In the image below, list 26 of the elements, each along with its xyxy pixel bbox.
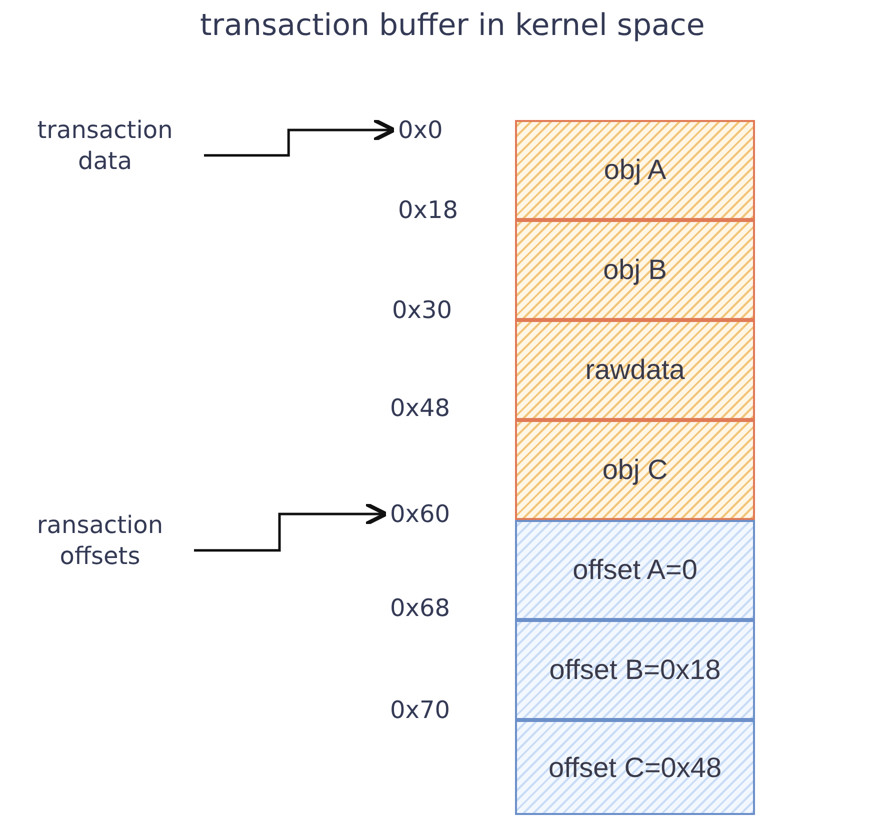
arrow [194,502,388,552]
block-label: obj B [603,254,667,286]
address-label: 0x18 [398,196,458,224]
address-label: 0x30 [392,296,452,324]
block-label: obj C [602,454,668,486]
diagram-title: transaction buffer in kernel space [200,8,706,43]
address-label: 0x48 [390,394,450,422]
memory-block [515,520,755,620]
block-label: rawdata [585,354,685,386]
memory-block [515,220,755,320]
address-label: 0x68 [390,594,450,622]
block-label: offset C=0x48 [548,752,722,784]
memory-block [515,420,755,520]
memory-block [515,720,755,815]
annotation-text: transaction data [10,115,200,178]
memory-block [515,120,755,220]
annotation-text: ransaction offsets [10,510,190,572]
address-label: 0x60 [390,500,476,528]
memory-block [515,620,755,720]
address-label: 0x0 [398,116,472,144]
memory-block [515,320,755,420]
block-label: offset A=0 [572,554,698,586]
address-label: 0x70 [390,696,450,724]
arrow [204,118,396,157]
block-label: offset B=0x18 [549,654,721,686]
block-label: obj A [604,154,666,186]
